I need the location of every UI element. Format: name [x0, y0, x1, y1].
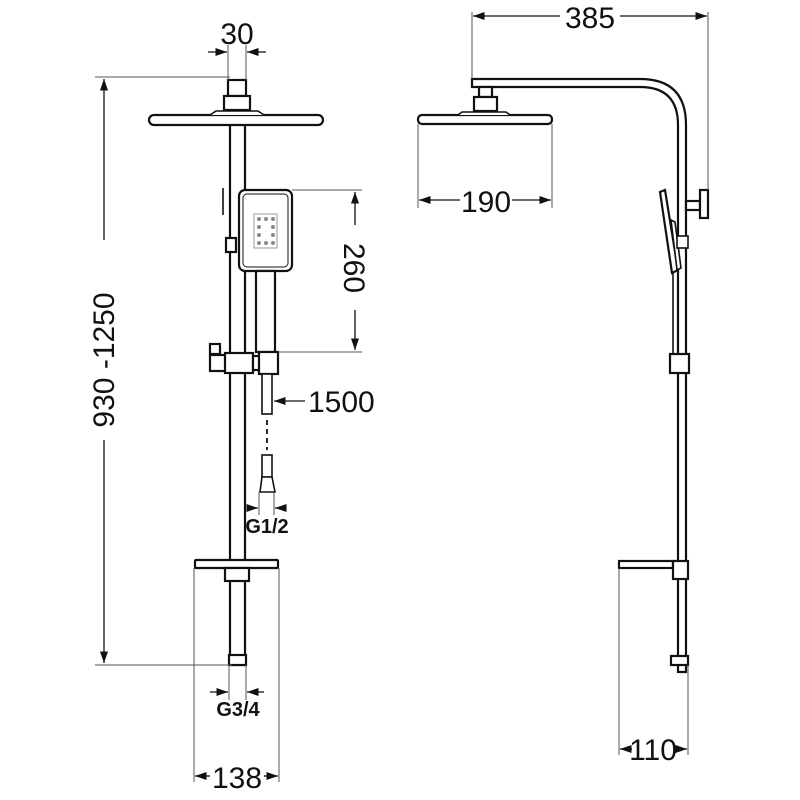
head-mount — [222, 94, 252, 112]
side-shelf-clamp — [671, 559, 690, 581]
side-inlet-nut — [669, 654, 690, 667]
head-collar — [209, 110, 265, 116]
dim-wall-offset: 110 — [629, 734, 677, 767]
side-head-mount — [472, 95, 499, 113]
dim-overall-height: 930 -1250 — [88, 292, 121, 427]
side-valve — [668, 352, 691, 375]
hand-shower-head — [237, 188, 294, 273]
shelf — [193, 558, 280, 570]
wall-bracket-arm — [684, 199, 702, 212]
side-rain-shower-head — [416, 113, 554, 126]
hose-nut — [259, 476, 276, 493]
overhead-arm — [470, 77, 688, 674]
dim-hose-thread: G1/2 — [245, 516, 288, 538]
hose-bottom — [261, 454, 273, 478]
dim-head-diameter: 190 — [461, 186, 511, 219]
top-connector — [226, 78, 248, 98]
hand-shower-handle — [254, 269, 277, 354]
nozzle-dots — [257, 217, 275, 245]
side-slider — [676, 235, 689, 249]
inlet-nut — [227, 653, 248, 667]
side-shelf — [617, 559, 675, 570]
dim-head-connector-width: 30 — [220, 18, 253, 51]
dim-shelf-width: 138 — [212, 762, 262, 795]
dim-hose-length: 1500 — [308, 386, 375, 419]
dim-hand-shower-length: 260 — [337, 243, 370, 293]
valve-block — [223, 351, 255, 375]
hose-outlet — [257, 350, 280, 376]
slider-bracket — [224, 236, 238, 254]
hose-top — [261, 373, 273, 415]
wall-plate — [698, 188, 710, 220]
front-view: 30 930 -1250 260 1500 G1/2 G3/4 138 — [88, 18, 375, 795]
rain-shower-head — [147, 113, 325, 127]
dim-inlet-thread: G3/4 — [216, 699, 260, 721]
diverter-lever — [208, 342, 222, 356]
shelf-clamp — [223, 566, 251, 583]
nozzle-panel — [253, 213, 278, 249]
dim-arm-projection: 385 — [565, 2, 615, 35]
side-view: 385 190 110 — [416, 2, 710, 767]
